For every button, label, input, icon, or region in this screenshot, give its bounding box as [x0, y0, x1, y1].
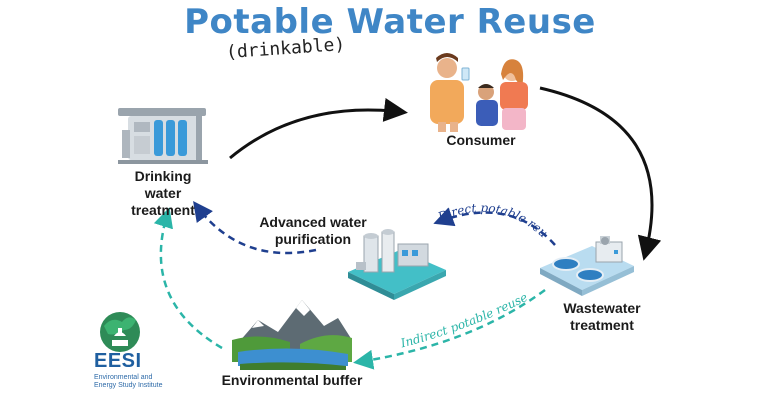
environmental-buffer-icon [232, 300, 352, 370]
indirect-reuse-label: Indirect potable reuse [398, 290, 530, 351]
consumer-label: Consumer [446, 132, 516, 148]
environmental-buffer-label: Environmental buffer [221, 372, 363, 388]
arrow-purification-to-treatment [193, 200, 317, 255]
purification-facility-icon [348, 229, 446, 300]
eesi-logo-name: EESI [94, 350, 142, 372]
arrow-treatment-to-consumer [229, 97, 408, 160]
arrow-indirect-reuse [353, 288, 546, 370]
treatment-plant-icon [118, 108, 208, 164]
page-title: Potable Water Reuse [184, 2, 596, 42]
arrow-consumer-to-wastewater [539, 86, 662, 261]
eesi-logo-tagline: Environmental and Energy Study Institute [94, 374, 163, 389]
direct-reuse-label: Direct potable reuse [0, 0, 550, 240]
wastewater-treatment-label: Wastewater treatment [563, 300, 641, 333]
wastewater-plant-icon [540, 236, 634, 296]
eesi-logo-globe [100, 312, 140, 352]
arrow-direct-reuse [433, 207, 556, 246]
drinking-water-treatment-label: Drinking water treatment [131, 168, 195, 218]
consumer-family-icon [430, 53, 528, 132]
arrow-buffer-to-treatment [153, 207, 223, 350]
advanced-water-purification-label: Advanced water purification [259, 214, 367, 247]
